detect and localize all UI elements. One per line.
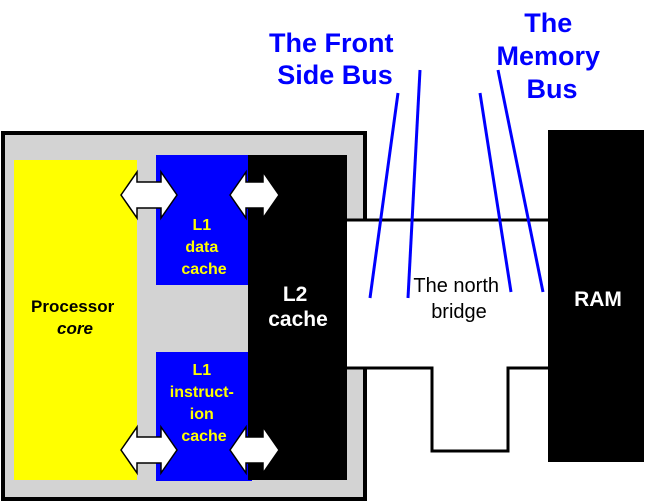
double-arrow-icon — [229, 424, 280, 476]
processor-core — [14, 160, 137, 480]
ram-label: RAM — [574, 288, 622, 311]
ram-block — [548, 130, 644, 462]
memory-bus-label: The Memory Bus — [496, 8, 607, 104]
north-bridge-label: The north bridge — [413, 275, 504, 323]
l1-data-cache — [156, 155, 252, 285]
l1-instruction-cache-label: L1 instruct- ion cache — [170, 362, 238, 445]
memory-bus-pointer — [478, 69, 545, 293]
processor-core-label: Processor core — [31, 297, 119, 338]
front-side-bus-pointer — [368, 69, 422, 299]
double-arrow-icon — [120, 169, 178, 221]
l2-cache-label: L2 cache — [268, 283, 328, 331]
double-arrow-icon — [120, 424, 178, 476]
double-arrow-icon — [229, 169, 280, 221]
front-side-bus-label: The Front Side Bus — [269, 28, 401, 90]
l1-data-cache-label: L1 data cache — [181, 217, 226, 278]
